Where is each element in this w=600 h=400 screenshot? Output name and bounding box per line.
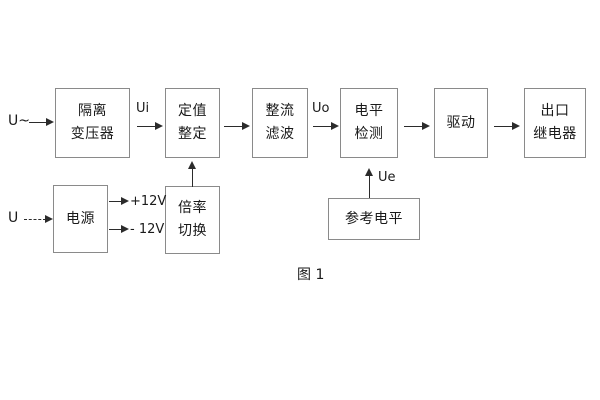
block-ratio-switch: 倍率 切换 — [165, 186, 220, 254]
connector-rail-pos — [109, 201, 122, 202]
connector-drive-to-relay — [494, 126, 513, 127]
block-label-line2: 切换 — [178, 223, 207, 239]
block-rectify-filter: 整流 滤波 — [252, 88, 308, 158]
connector-dc-input — [24, 219, 46, 220]
block-label-line2: 变压器 — [70, 126, 115, 142]
signal-label-uo: Uo — [312, 101, 330, 116]
block-setting-value: 定值 整定 — [165, 88, 220, 158]
figure-caption: 图 1 — [297, 267, 325, 283]
block-label-line1: 隔离 — [78, 103, 107, 120]
block-label-line1: 整流 — [265, 103, 295, 120]
arrowhead-level-to-drive — [422, 122, 430, 130]
arrowhead-ac-input — [46, 118, 54, 126]
connector-ac-input — [29, 122, 47, 123]
input-label-ac: U~ — [8, 113, 30, 129]
arrowhead-drive-to-relay — [512, 122, 520, 130]
block-label-line2: 继电器 — [533, 126, 577, 142]
connector-level-to-drive — [404, 126, 423, 127]
block-label-line1: 电平 — [354, 103, 384, 120]
block-drive: 驱动 — [434, 88, 488, 158]
arrowhead-isolation-to-setting — [155, 122, 163, 130]
signal-label-ue: Ue — [378, 170, 396, 185]
block-label-line2: 检测 — [354, 126, 384, 142]
block-label-line1: 驱动 — [446, 114, 476, 131]
connector-setting-to-rectify — [224, 126, 243, 127]
block-label-line2: 整定 — [178, 126, 207, 142]
connector-isolation-to-setting — [137, 126, 156, 127]
connector-rectify-to-level — [313, 126, 332, 127]
power-rail-label-neg: - 12V — [130, 222, 165, 237]
connector-reference-to-level — [369, 175, 370, 198]
block-label-line1: 出口 — [540, 103, 570, 120]
connector-ratio-to-setting — [192, 168, 193, 187]
block-output-relay: 出口 继电器 — [524, 88, 586, 158]
connector-rail-neg — [109, 229, 122, 230]
block-label-line1: 电源 — [66, 210, 95, 227]
arrowhead-setting-to-rectify — [242, 122, 250, 130]
block-level-detect: 电平 检测 — [340, 88, 398, 158]
block-label-line2: 滤波 — [265, 126, 295, 142]
input-label-dc: U — [8, 210, 19, 226]
arrowhead-rail-pos — [121, 197, 129, 205]
power-rail-label-pos: +12V — [130, 194, 167, 209]
block-isolation-transformer: 隔离 变压器 — [55, 88, 130, 158]
arrowhead-rail-neg — [121, 225, 129, 233]
block-label-line1: 定值 — [178, 103, 207, 120]
block-label-line1: 参考电平 — [345, 210, 403, 227]
arrowhead-dc-input — [45, 215, 53, 223]
block-reference-level: 参考电平 — [328, 198, 420, 240]
signal-label-ui: Ui — [136, 101, 150, 116]
block-power-supply: 电源 — [53, 185, 108, 253]
arrowhead-rectify-to-level — [331, 122, 339, 130]
arrowhead-ratio-to-setting — [188, 161, 196, 169]
block-label-line1: 倍率 — [178, 200, 207, 217]
arrowhead-reference-to-level — [365, 168, 373, 176]
